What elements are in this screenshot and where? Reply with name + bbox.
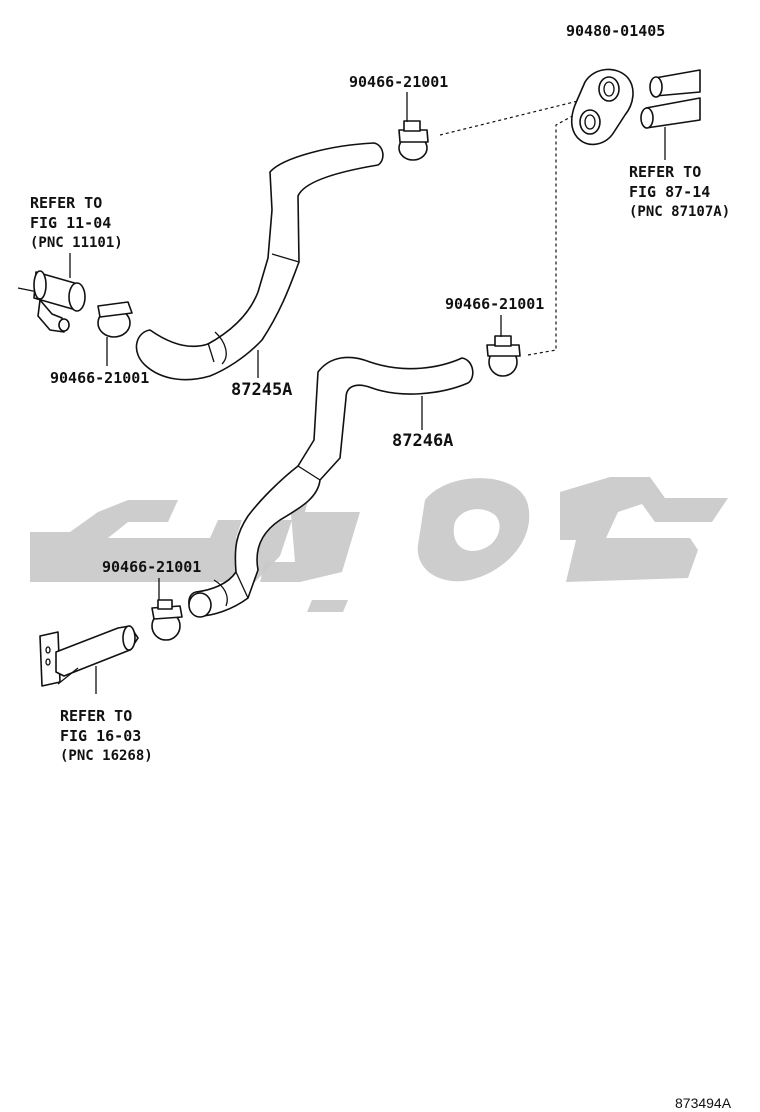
clamp-top — [398, 120, 429, 161]
refer-left-line1: REFER TO — [30, 194, 102, 212]
clamp-top-part-number: 90466-21001 — [349, 73, 448, 91]
clamp-mid-right — [486, 335, 521, 377]
clamp-bottom — [151, 599, 183, 641]
bottom-pipe — [39, 625, 139, 687]
clamp-left — [97, 301, 133, 338]
refer-left-line3: (PNC 11101) — [30, 235, 123, 251]
refer-bottom-line3: (PNC 16268) — [60, 748, 153, 764]
left-fitting — [17, 270, 86, 333]
refer-bottom-line2: FIG 16-03 — [60, 727, 141, 745]
hose-upper-part-number: 87245A — [231, 380, 292, 400]
hose-87245a — [135, 142, 384, 381]
hose-lower-part-number: 87246A — [392, 431, 453, 451]
hose-87246a — [188, 356, 474, 618]
gasket-part-number: 90480-01405 — [566, 22, 665, 40]
refer-right-line3: (PNC 87107A) — [629, 204, 730, 220]
clamp-left-part-number: 90466-21001 — [50, 369, 149, 387]
leader-clamp-to-gasket — [439, 99, 583, 136]
refer-left-line2: FIG 11-04 — [30, 214, 111, 232]
figure-code: 873494A — [675, 1095, 732, 1111]
refer-bottom-line1: REFER TO — [60, 707, 132, 725]
clamp-bottom-part-number: 90466-21001 — [102, 558, 201, 576]
gasket-90480-01405 — [570, 68, 701, 146]
refer-right-line2: FIG 87-14 — [629, 183, 710, 201]
leader-clamp-to-gasket-lower — [527, 113, 577, 356]
watermark-logo — [30, 477, 728, 612]
clamp-mid-right-part-number: 90466-21001 — [445, 295, 544, 313]
refer-right-line1: REFER TO — [629, 163, 701, 181]
